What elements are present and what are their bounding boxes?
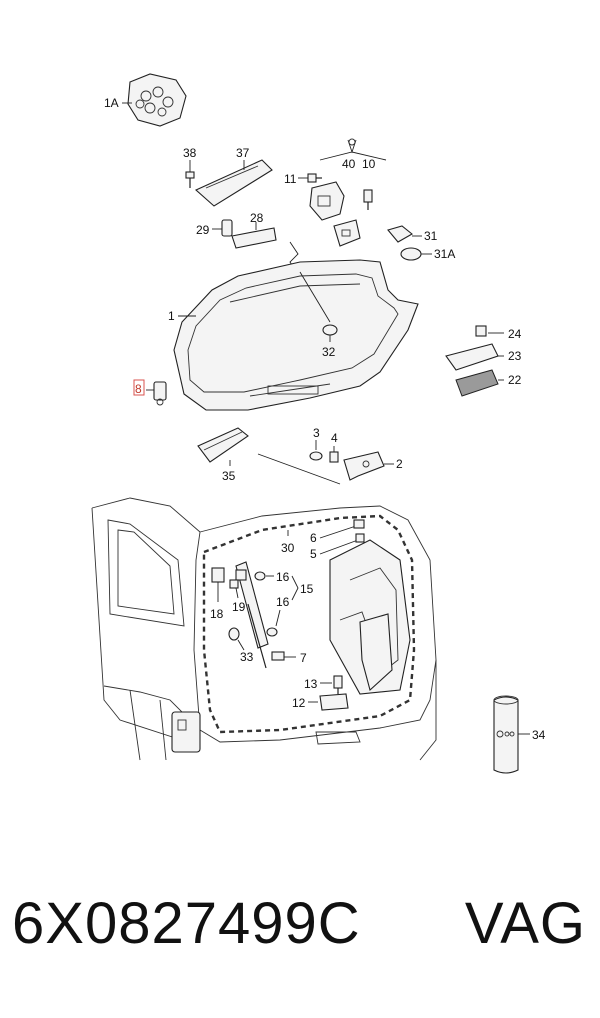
label-10: 10	[362, 157, 376, 171]
part-number: 6X0827499C	[12, 891, 361, 956]
label-32: 32	[322, 345, 336, 359]
label-23: 23	[508, 349, 522, 363]
label-4: 4	[331, 431, 338, 445]
label-1a: 1A	[104, 96, 119, 110]
part-1-tailgate	[173, 259, 419, 411]
part-22-switch-unit	[455, 369, 504, 397]
part-3-washer	[309, 440, 323, 461]
parts-diagram: 1A 38 37 40 10 11 29	[91, 73, 546, 774]
part-2-hinge	[343, 451, 394, 481]
label-12: 12	[292, 696, 306, 710]
part-8-buffer	[146, 381, 167, 406]
label-5: 5	[310, 547, 317, 561]
part-37-trim-panel	[195, 159, 273, 207]
part-33-cap	[228, 627, 245, 651]
part-16-ball-stud-upper	[254, 571, 274, 581]
group-bracket-40-10	[319, 138, 387, 161]
label-3: 3	[313, 426, 320, 440]
part-1a-clip-set	[122, 73, 187, 127]
label-33: 33	[240, 650, 254, 664]
footer: 6X0827499C VAG	[0, 890, 600, 990]
part-31-bracket	[387, 225, 422, 243]
highlight-box-8	[133, 379, 145, 396]
label-22: 22	[508, 373, 522, 387]
part-13-screw	[320, 675, 343, 694]
label-19: 19	[232, 600, 246, 614]
label-1: 1	[168, 309, 175, 323]
part-16-ball-stud-lower	[266, 609, 281, 637]
label-38: 38	[183, 146, 197, 160]
part-19-screw	[229, 579, 239, 599]
label-8: 8	[135, 382, 142, 396]
part-11-screw	[298, 173, 322, 183]
part-34-spray-can	[493, 695, 530, 774]
part-5-screw	[355, 533, 365, 543]
label-16-upper: 16	[276, 570, 290, 584]
part-29-grommet	[212, 219, 233, 237]
label-40: 40	[342, 157, 356, 171]
part-40-lock-module	[309, 181, 345, 221]
label-34: 34	[532, 728, 546, 742]
part-4-bolt	[329, 446, 339, 463]
part-35-wiring-harness	[197, 427, 249, 466]
label-31a: 31A	[434, 247, 455, 261]
part-23-handle	[445, 343, 504, 371]
part-12-lock-striker	[308, 693, 349, 711]
label-31: 31	[424, 229, 438, 243]
label-2: 2	[396, 457, 403, 471]
label-7: 7	[300, 651, 307, 665]
part-38-screw	[185, 160, 195, 188]
part-31a-washer	[400, 247, 432, 261]
luggage-compartment-trim	[329, 539, 411, 695]
part-6-striker	[353, 519, 365, 529]
label-29: 29	[196, 223, 210, 237]
part-18-bracket	[211, 567, 225, 602]
label-13: 13	[304, 677, 318, 691]
label-24: 24	[508, 327, 522, 341]
label-35: 35	[222, 469, 236, 483]
part-32-grommet	[322, 324, 338, 342]
label-15: 15	[300, 582, 314, 596]
label-18: 18	[210, 607, 224, 621]
label-30: 30	[281, 541, 295, 555]
part-gas-strut	[235, 561, 269, 669]
part-lock-actuator	[333, 219, 361, 247]
label-11: 11	[284, 172, 297, 186]
part-7-bolt	[271, 651, 296, 661]
label-16-lower: 16	[276, 595, 290, 609]
vehicle-body	[91, 497, 437, 761]
part-24-screw	[475, 325, 504, 337]
label-28: 28	[250, 211, 264, 225]
part-30-door-seal	[202, 514, 416, 734]
brand-name: VAG	[464, 891, 586, 956]
label-6: 6	[310, 531, 317, 545]
label-37: 37	[236, 146, 250, 160]
part-28-label-plate	[231, 222, 277, 249]
part-10-bolt	[363, 189, 373, 210]
